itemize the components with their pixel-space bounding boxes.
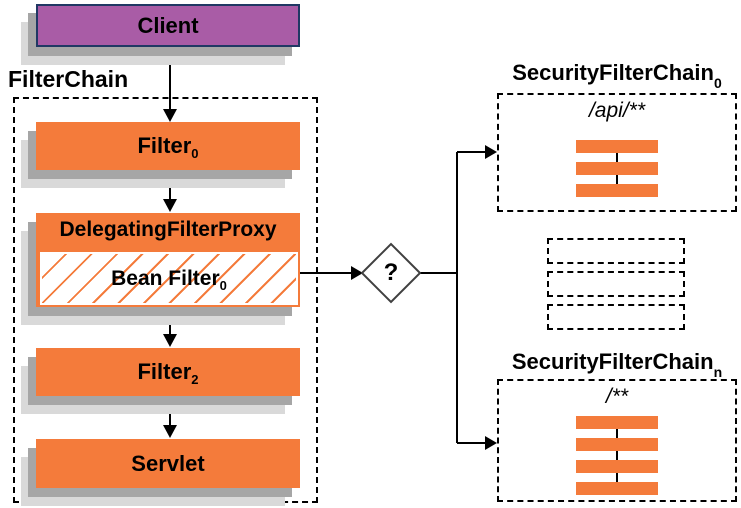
arrowhead-right	[351, 266, 363, 280]
bar-connector-line	[616, 175, 618, 184]
decision-question-mark: ?	[383, 259, 399, 286]
securityfilterchain0-title-text: SecurityFilterChain	[512, 60, 714, 85]
servlet-box: Servlet	[36, 439, 300, 488]
bar-connector-line	[616, 153, 618, 162]
filter2-subscript: 2	[191, 371, 199, 387]
filter0-label: Filter	[137, 133, 192, 158]
arrowhead-up	[163, 48, 177, 61]
filter2-label: Filter	[137, 359, 192, 384]
bar-connector-line	[616, 473, 618, 482]
securityfilterchain0-subscript: 0	[713, 75, 722, 91]
arrowhead-down	[163, 109, 177, 122]
arrowhead-right	[485, 436, 497, 450]
securityfilterchain0-box: /api/**	[497, 93, 737, 212]
securityfilterchain0-title: SecurityFilterChain0	[497, 60, 737, 91]
filter-bar	[576, 184, 658, 197]
securityfilterchainN-title: SecurityFilterChainn	[497, 349, 737, 380]
arrowhead-down	[163, 199, 177, 212]
filterchain-title: FilterChain	[8, 66, 129, 92]
filter-bar	[576, 162, 658, 175]
arrowhead-right	[485, 145, 497, 159]
securityfilterchainN-box: /**	[497, 379, 737, 502]
bar-connector-line	[616, 451, 618, 460]
client-label: Client	[137, 12, 199, 38]
servlet-label: Servlet	[131, 450, 205, 476]
placeholder-chain-rect	[547, 271, 685, 297]
delegating-filter-proxy-label: DelegatingFilterProxy	[59, 218, 277, 241]
arrowhead-up	[163, 397, 177, 410]
securityfilterchainN-url-pattern: /**	[605, 385, 629, 408]
bean-filter-label: Bean Filter	[111, 266, 220, 290]
securityfilterchain0-url-pattern: /api/**	[588, 99, 646, 122]
filter-bar	[576, 460, 658, 473]
arrowhead-down	[163, 334, 177, 347]
securityfilterchainN-subscript: n	[713, 364, 723, 380]
filter0-subscript: 0	[191, 145, 199, 161]
securityfilterchain0-filter-stack	[576, 140, 658, 197]
filter-bar	[576, 416, 658, 429]
filter-bar	[576, 438, 658, 451]
securityfilterchainN-title-text: SecurityFilterChain	[511, 349, 714, 374]
filter-bar	[576, 482, 658, 495]
bar-connector-line	[616, 429, 618, 438]
securityfilterchainN-filter-stack	[576, 416, 658, 495]
arrowhead-up	[163, 171, 177, 184]
placeholder-chain-rect	[547, 304, 685, 330]
arrowhead-up	[163, 308, 177, 321]
filter-bar	[576, 140, 658, 153]
client-box: Client	[36, 4, 300, 47]
decision-diamond	[360, 242, 422, 304]
placeholder-chains	[547, 238, 685, 337]
placeholder-chain-rect	[547, 238, 685, 264]
bean-filter-subscript: 0	[219, 278, 227, 293]
filterchain-container	[13, 97, 318, 503]
arrowhead-down	[163, 425, 177, 438]
